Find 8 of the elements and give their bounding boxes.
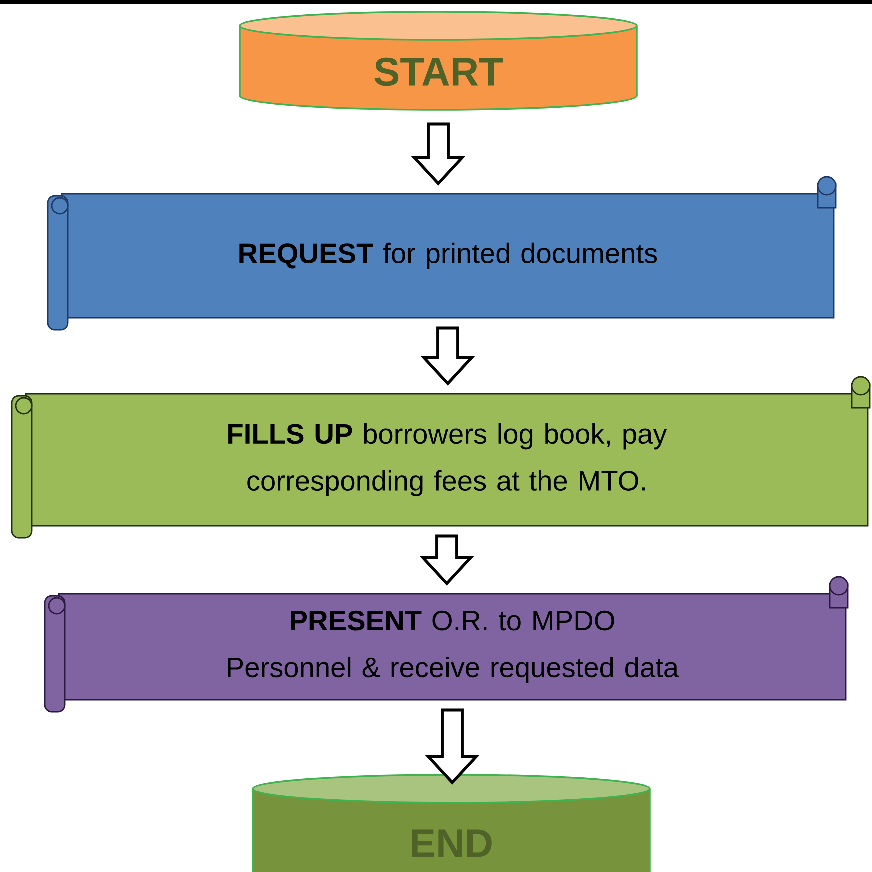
- arrow: [425, 708, 480, 785]
- process-scroll: FILLS UP borrowers log book, pay corresponding fees at the MTO.: [11, 376, 871, 539]
- start-cylinder: START: [239, 11, 638, 111]
- process-scroll: PRESENT O.R. to MPDO Personnel & receive requested data: [44, 576, 849, 713]
- arrow: [420, 326, 476, 386]
- arrow: [411, 122, 466, 186]
- process-scroll: REQUEST for printed documents: [47, 176, 837, 331]
- arrow: [420, 534, 474, 586]
